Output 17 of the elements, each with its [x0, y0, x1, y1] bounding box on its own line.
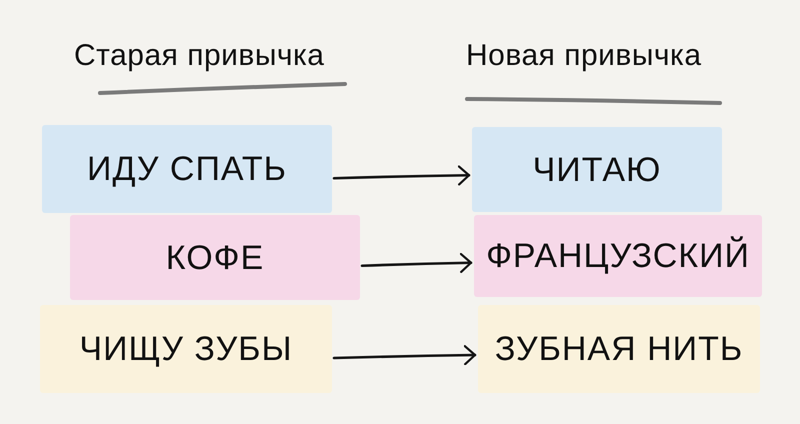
habit-band [42, 125, 332, 213]
habit-band [474, 215, 762, 297]
habit-text: ФРАНЦУЗСКИЙ [486, 235, 750, 277]
habit-text: ИДУ СПАТЬ [87, 149, 287, 190]
column-heading: Новая привычка [466, 38, 702, 74]
column-heading: Старая привычка [74, 38, 324, 74]
habit-band [40, 305, 332, 393]
arrow [332, 165, 470, 186]
habit-text: КОФЕ [166, 238, 264, 278]
habit-band [478, 305, 760, 393]
arrow [332, 345, 476, 366]
habit-band [70, 215, 360, 300]
habit-text: ЗУБНАЯ НИТЬ [494, 329, 744, 370]
habit-band [472, 127, 722, 212]
habit-text: ЧИЩУ ЗУБЫ [79, 329, 293, 370]
habit-text: ЧИТАЮ [532, 150, 662, 190]
arrow [360, 252, 472, 274]
